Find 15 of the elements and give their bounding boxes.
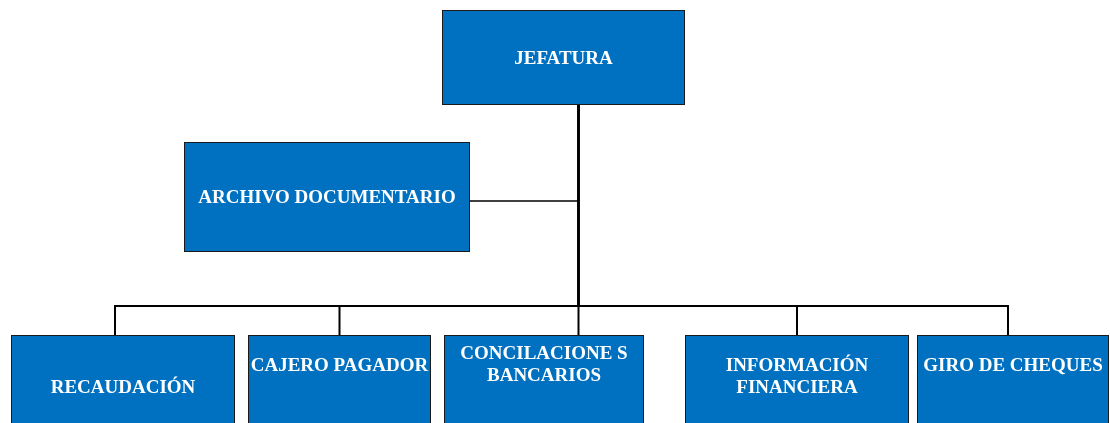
box-label: CONCILACIONE S BANCARIOS	[459, 342, 629, 386]
org-box	[248, 335, 431, 423]
box-label: INFORMACIÓN FINANCIERA	[724, 354, 870, 398]
box-label: GIRO DE CHEQUES	[923, 354, 1103, 376]
org-box	[442, 10, 685, 105]
org-box	[685, 335, 909, 423]
org-box	[11, 335, 235, 423]
box-label: JEFATURA	[514, 46, 613, 69]
connector-line	[577, 104, 1009, 336]
org-box	[184, 142, 470, 252]
box-label: ARCHIVO DOCUMENTARIO	[198, 186, 456, 208]
box-label: RECAUDACIÓN	[50, 376, 196, 398]
org-box	[444, 335, 644, 423]
box-label: CAJERO PAGADOR	[250, 354, 429, 376]
org-box	[917, 335, 1109, 423]
